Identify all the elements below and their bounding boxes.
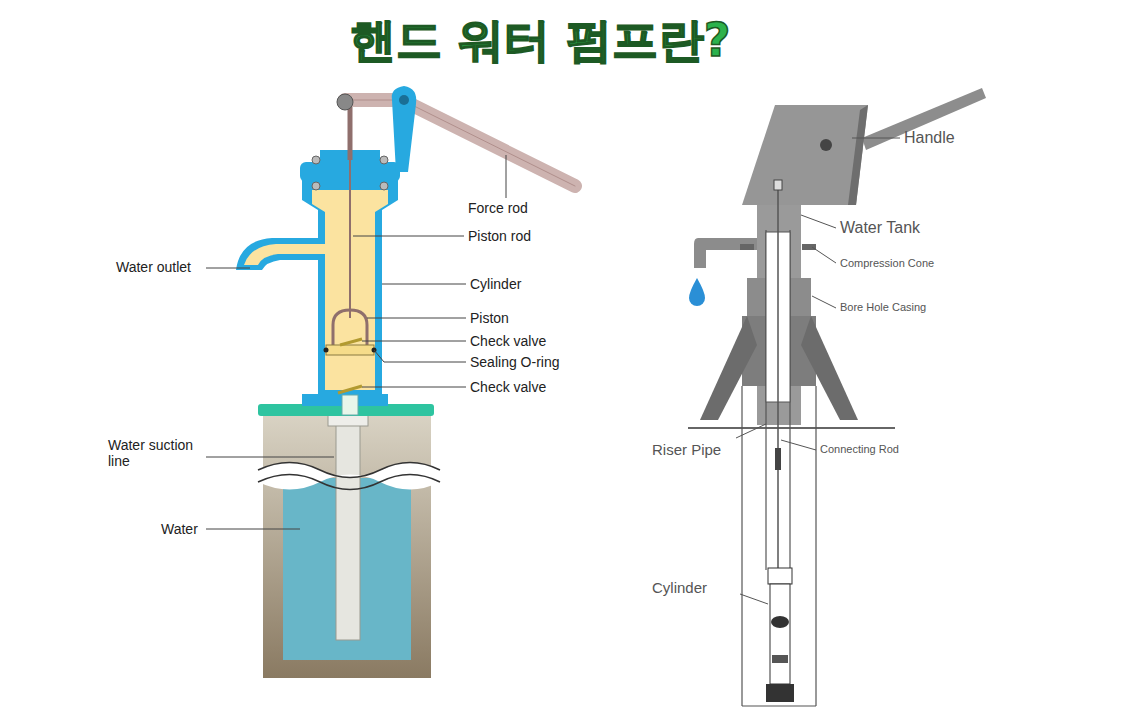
- check-valve: [338, 386, 362, 393]
- part-label: Compression Cone: [840, 257, 934, 270]
- part-label: Handle: [904, 129, 955, 147]
- piston: [333, 310, 367, 345]
- part-label: Piston: [470, 310, 509, 326]
- water-drop: [689, 278, 705, 306]
- suction-pipe: [336, 412, 360, 640]
- part-label: Check valve: [470, 333, 546, 349]
- part-label: Connecting Rod: [820, 443, 899, 456]
- india-pump: [694, 88, 986, 425]
- part-label: Cylinder: [652, 579, 707, 596]
- part-label: Water Tank: [840, 219, 920, 237]
- part-label: Cylinder: [470, 276, 521, 292]
- part-label: Water: [161, 521, 198, 537]
- leader-lines: [206, 155, 506, 529]
- part-label: Check valve: [470, 379, 546, 395]
- part-label: Bore Hole Casing: [840, 301, 926, 314]
- part-label: Riser Pipe: [652, 441, 721, 458]
- break-mark: [258, 463, 440, 490]
- piston-disc: [326, 345, 374, 355]
- ground-line: [688, 427, 895, 429]
- foot-valve-seat: [342, 395, 358, 415]
- piston-rod: [349, 160, 351, 318]
- borehole: [742, 230, 816, 706]
- part-label: Water outlet: [116, 259, 191, 275]
- part-label: Sealing O-ring: [470, 354, 560, 370]
- cylinder: [768, 568, 792, 584]
- part-label: Piston rod: [468, 228, 531, 244]
- part-label: Force rod: [468, 200, 528, 216]
- handle: [345, 100, 575, 186]
- part-label: Water suction line: [108, 437, 204, 469]
- pivot-arm: [392, 86, 417, 172]
- page-title: 핸드 워터 펌프란?: [350, 10, 731, 72]
- leader-lines: [736, 138, 900, 604]
- check-valve: [340, 339, 362, 345]
